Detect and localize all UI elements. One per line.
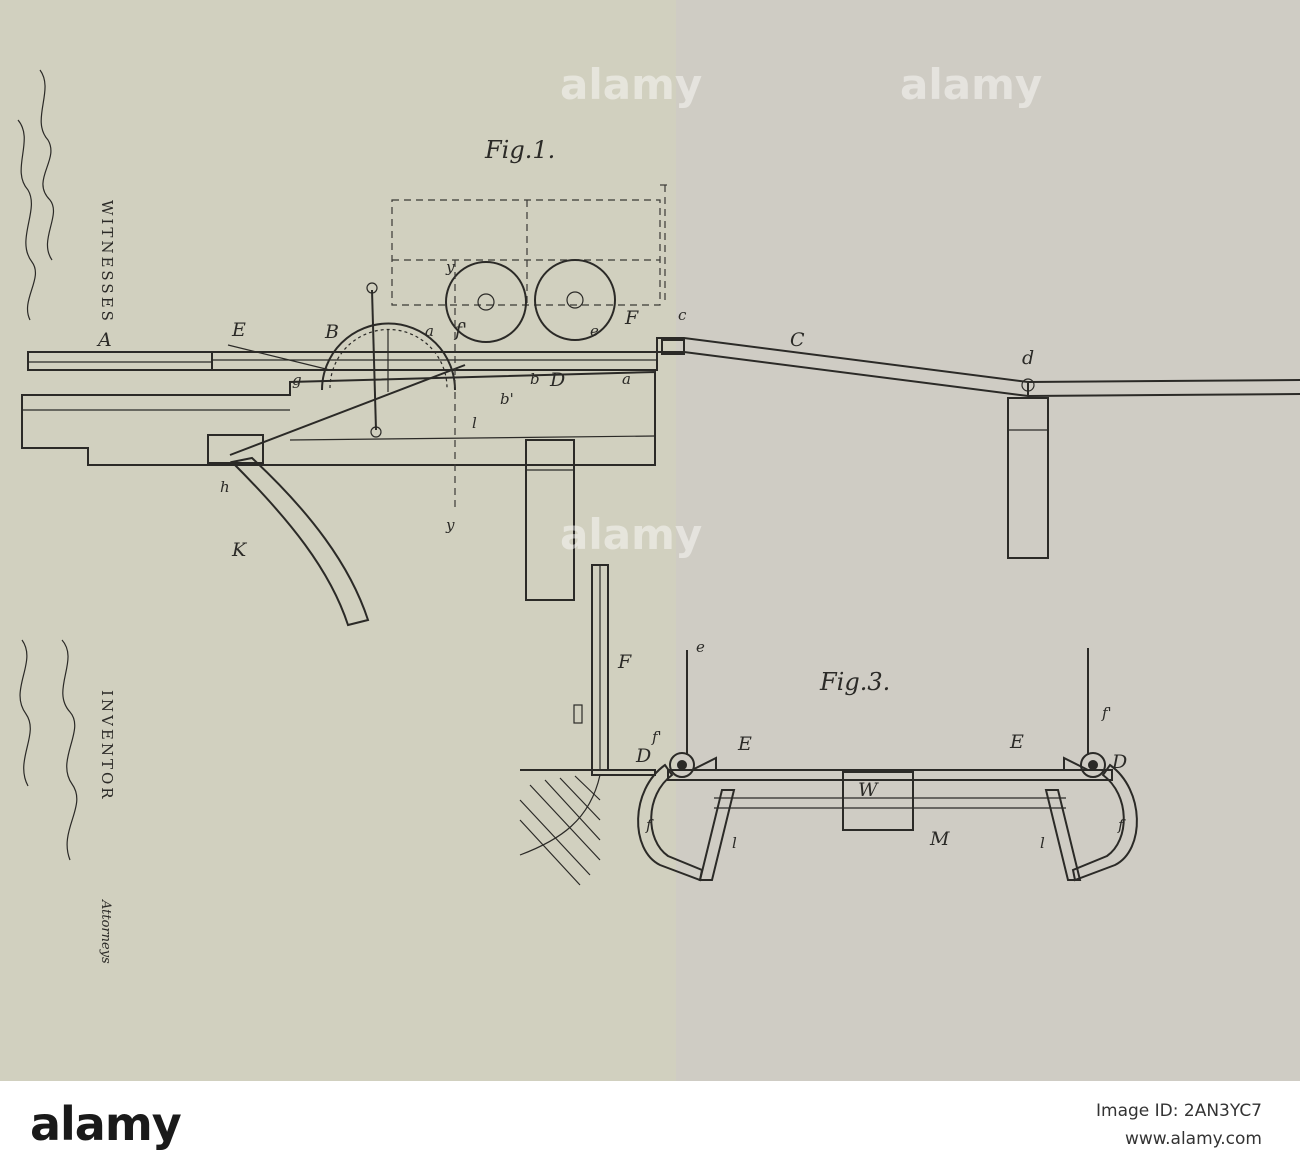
site-url[interactable]: www.alamy.com	[1124, 1129, 1262, 1149]
alamy-logo[interactable]: alamy	[30, 1097, 182, 1151]
label-e-right: E	[1009, 731, 1024, 753]
label-d: d	[1022, 347, 1034, 369]
label-a2: a	[425, 322, 434, 340]
patent-diagram: WITNESSES INVENTOR Attorneys Fig.1.	[17, 69, 1300, 964]
watermark: alamy	[900, 60, 1043, 109]
fig3-labels: F e f' D E W E f' D f l M l f	[617, 638, 1127, 852]
hand-lever	[366, 282, 382, 438]
label-h: h	[220, 478, 230, 496]
fig1-title: Fig.1.	[484, 136, 555, 164]
inventor-signature	[61, 639, 78, 861]
label-f-post: F	[617, 651, 632, 673]
label-l-left: l	[732, 834, 737, 852]
witness-signature-2	[17, 119, 37, 321]
label-b-prime: b'	[500, 390, 514, 408]
track-a	[27, 351, 213, 371]
witnesses-block: WITNESSES	[17, 69, 116, 324]
label-d-right: D	[1111, 751, 1127, 773]
support-post	[525, 439, 575, 601]
label-d-cap: D	[549, 369, 565, 391]
label-y-top: y	[445, 258, 455, 276]
label-l: l	[472, 414, 477, 432]
car-wheels	[445, 259, 616, 343]
image-id-label: Image ID: 2AN3YC7	[1096, 1101, 1262, 1121]
support-post-d	[1007, 378, 1049, 559]
label-d-left: D	[635, 745, 651, 767]
curved-arm-right	[1071, 763, 1138, 882]
label-b-small: b	[530, 370, 540, 388]
label-e-rail: e	[696, 638, 705, 656]
platform-b	[211, 351, 658, 371]
cross-beam	[667, 769, 1113, 809]
inventor-block: INVENTOR Attorneys	[19, 639, 116, 964]
base-beam	[21, 370, 656, 466]
side-post-f	[519, 564, 656, 886]
attorneys-label: Attorneys	[98, 899, 113, 964]
label-g: g	[292, 371, 302, 389]
foot-lever-k	[207, 434, 370, 627]
sheet-fold	[676, 0, 1300, 1081]
label-f-left: f	[645, 816, 654, 834]
label-b: B	[324, 321, 339, 343]
label-y-bottom: y	[445, 516, 455, 534]
fig1-labels: A E B g a f' e F c C d a b D b' l y y h …	[96, 258, 1034, 561]
watermark: alamy	[560, 510, 703, 559]
rail-left	[669, 650, 717, 778]
label-e-left: E	[737, 733, 752, 755]
car-outline-dashed	[391, 184, 670, 306]
label-e: E	[231, 319, 246, 341]
label-c-small: c	[678, 306, 687, 324]
agent-signature	[19, 639, 31, 787]
label-k: K	[231, 539, 248, 561]
label-a3: a	[622, 370, 631, 388]
link-right	[1044, 789, 1082, 881]
rail-right	[1063, 648, 1106, 778]
weight-w	[842, 771, 914, 831]
label-f-prime: f'	[453, 319, 467, 341]
label-f-prime-left: f'	[651, 728, 662, 746]
track-c	[656, 337, 1300, 398]
stock-footer-strip: alamy Image ID: 2AN3YC7 www.alamy.com	[0, 1081, 1300, 1169]
label-f-prime-right: f'	[1101, 704, 1112, 722]
connecting-rod	[229, 364, 466, 456]
spring-link	[227, 344, 331, 371]
fig3-title: Fig.3.	[819, 668, 890, 696]
label-m: M	[929, 828, 950, 850]
label-e-small: e	[590, 322, 599, 340]
label-c: C	[790, 329, 805, 351]
label-l-right: l	[1040, 834, 1045, 852]
label-f-right: f	[1117, 816, 1126, 834]
inventor-label: INVENTOR	[98, 690, 116, 802]
witness-signature-1	[39, 69, 55, 261]
watermark: alamy	[560, 60, 703, 109]
patent-drawing-sheet: WITNESSES INVENTOR Attorneys Fig.1.	[0, 0, 1300, 1081]
link-left	[698, 789, 736, 881]
label-f: F	[624, 307, 639, 329]
gear-segment	[321, 322, 456, 392]
label-a: A	[96, 329, 112, 351]
label-w: W	[858, 779, 879, 801]
witnesses-label: WITNESSES	[98, 200, 116, 324]
